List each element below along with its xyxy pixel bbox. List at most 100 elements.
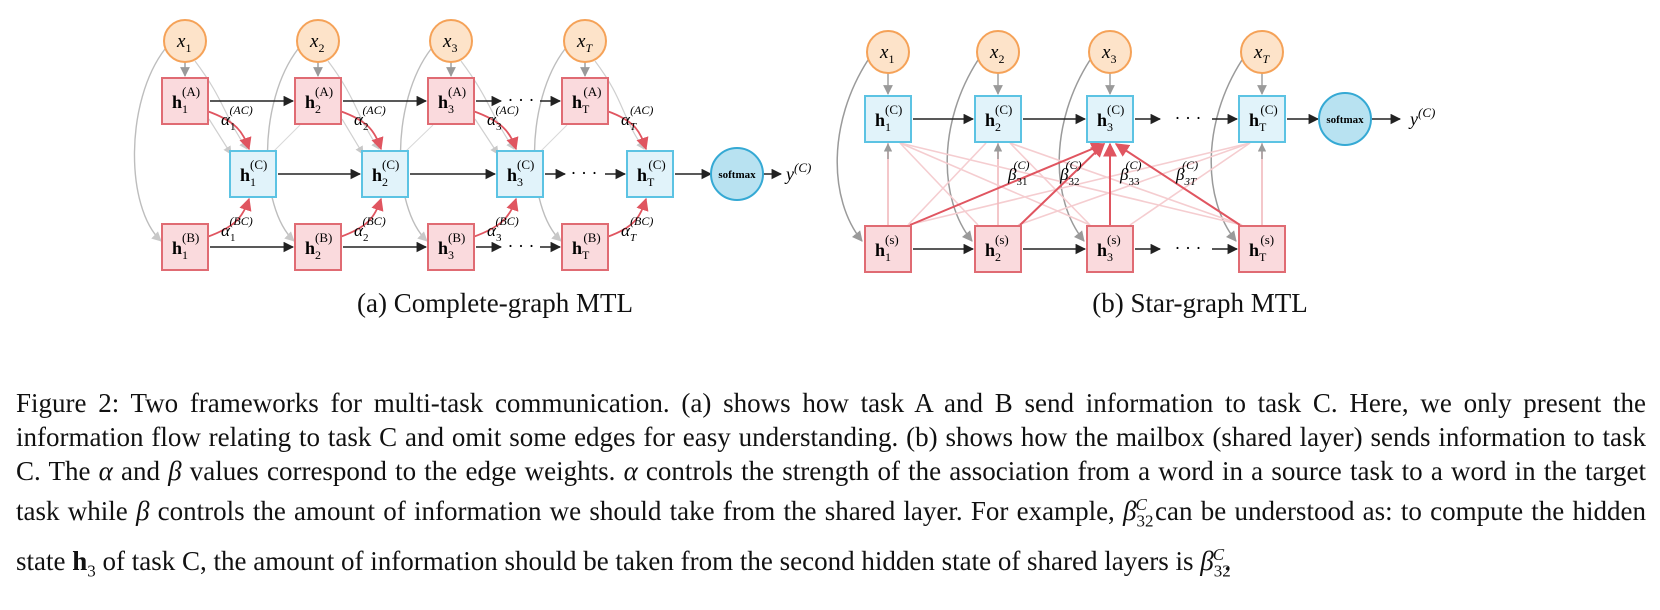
panel-b-input-1-label: x1	[879, 42, 894, 66]
panel-a-node-c-4: hT(C)	[626, 150, 674, 198]
input-to-b-edge-3	[533, 48, 566, 242]
panel-b-softmax-label: softmax	[1326, 114, 1364, 126]
caption-beta-2: β	[135, 496, 150, 526]
panel-b-softmax-circle	[1318, 92, 1372, 146]
panel-a-ellipsis-b: · · ·	[508, 236, 535, 256]
panel-b-input-3-label: x3	[1101, 42, 1116, 66]
panel-b-beta-1: β31(C)	[1007, 158, 1029, 188]
caption-text-5: controls the amount of information we sh…	[149, 496, 1124, 526]
panel-b-node-c-3: h3(C)	[1086, 95, 1134, 143]
panel-a-input-3-label: x3	[442, 31, 457, 55]
panel-a-alpha-ac-1: α1(AC)	[221, 103, 253, 133]
panel-b-node-s-2-box	[974, 225, 1022, 273]
panel-b-node-s-2-label: h2(s)	[985, 232, 1009, 264]
panel-a-node-b-2: h2(B)	[294, 223, 342, 271]
panel-a-input-1-label: x1	[176, 31, 191, 55]
panel-a-node-b-3: h3(B)	[427, 223, 475, 271]
panel-b-node-c-3-label: h3(C)	[1097, 102, 1124, 134]
panel-a-node-b-4-box	[561, 223, 609, 271]
panel-a-caption: (a) Complete-graph MTL	[357, 288, 633, 318]
caption-text-8: .	[1224, 546, 1231, 577]
panel-a-alpha-ac-4: αT(AC)	[621, 103, 653, 133]
panel-a-alpha-bc-2: α2(BC)	[354, 214, 386, 244]
panel-b-edges	[836, 59, 1402, 255]
b-light-cross-0-1	[907, 142, 987, 226]
panel-a-input-4: xT	[563, 19, 607, 63]
panel-a-node-a-2: h2(A)	[294, 77, 342, 125]
panel-b-ellipsis-s: · · ·	[1175, 238, 1202, 258]
panel-a-output-y: y(C)	[784, 160, 811, 184]
panel-b-node-s-1: h1(s)	[864, 225, 912, 273]
panel-a-edges	[133, 48, 783, 253]
b-beta-edge-3	[1114, 143, 1241, 226]
panel-b-beta-4: β3T(C)	[1175, 158, 1198, 188]
alpha-ac-edge-0	[206, 110, 252, 151]
panel-b-node-c-1-label: h1(C)	[875, 102, 902, 134]
b-light-cross-2-0	[899, 142, 1091, 226]
panel-b-input-2-label: x2	[989, 42, 1004, 66]
panel-a-input-2: x2	[296, 19, 340, 63]
alpha-ac-edge-1	[339, 110, 384, 151]
panel-a-alpha-bc-1: α1(BC)	[221, 214, 253, 244]
panel-b-node-c-4-box	[1238, 95, 1286, 143]
panel-b-node-c-3-box	[1086, 95, 1134, 143]
panel-b-node-s-4: hT(s)	[1238, 225, 1286, 273]
panel-a-alpha-ac-2: α2(AC)	[354, 103, 386, 133]
caption-text-6: can be understood as: to compute the hid…	[16, 496, 1647, 577]
panel-b-node-s-3: h3(s)	[1086, 225, 1134, 273]
panel-b-beta-2: β32(C)	[1059, 158, 1081, 188]
caption-text-7: of task C, the amount of information sho…	[95, 546, 1201, 577]
panel-a-softmax: softmax	[710, 147, 764, 201]
alpha-ac-edge-3	[606, 110, 649, 151]
panel-b-beta-3: β33(C)	[1119, 158, 1141, 188]
b-beta-edge-1	[1019, 143, 1106, 226]
panel-b-softmax: softmax	[1318, 92, 1372, 146]
panel-a-input-1-circle	[163, 19, 207, 63]
c-back-gray-2	[539, 124, 568, 153]
caption-text-1: Figure 2: Two frameworks for multi-task …	[16, 388, 1646, 486]
panel-a-node-c-1-box	[229, 150, 277, 198]
panel-a-node-a-4-box	[561, 77, 609, 125]
panel-a-node-a-3-box	[427, 77, 475, 125]
panel-b-input-4: xT	[1240, 30, 1284, 74]
panel-a-node-b-1-label: h1(B)	[172, 230, 199, 262]
panel-a-node-a-1-box	[161, 77, 209, 125]
panel-a-input-4-label: xT	[576, 31, 593, 55]
panel-a-node-c-3-label: h3(C)	[507, 157, 534, 189]
panel-b-node-s-2: h2(s)	[974, 225, 1022, 273]
c-back-gray-1	[404, 124, 434, 153]
caption-h-sub: 3	[87, 561, 96, 581]
panel-a-node-c-1: h1(C)	[229, 150, 277, 198]
panel-a-node-b-2-label: h2(B)	[305, 230, 332, 262]
caption-beta-3: β	[1123, 496, 1137, 526]
panel-b-node-s-1-box	[864, 225, 912, 273]
panel-a-node-b-3-box	[427, 223, 475, 271]
panel-b-node-c-2: h2(C)	[974, 95, 1022, 143]
panel-a-node-a-4-label: hT(A)	[572, 84, 601, 116]
caption-h: h	[72, 546, 88, 577]
a-to-c-gray-0	[208, 118, 232, 155]
caption-beta-sup-2: C	[1212, 545, 1225, 565]
panel-a-ellipsis-a: · · ·	[508, 90, 535, 110]
panel-b-node-c-2-box	[974, 95, 1022, 143]
b-light-cross-2-3	[1129, 142, 1251, 226]
panel-b-node-c-4: hT(C)	[1238, 95, 1286, 143]
panel-a-node-a-1-label: h1(A)	[172, 84, 200, 116]
panel-b-input-2: x2	[976, 30, 1020, 74]
alpha-ac-edge-2	[472, 110, 519, 151]
panel-a-node-c-3: h3(C)	[496, 150, 544, 198]
panel-a-node-a-2-box	[294, 77, 342, 125]
panel-a-input-2-circle	[296, 19, 340, 63]
panel-b-node-s-3-box	[1086, 225, 1134, 273]
alpha-bc-edge-0	[206, 197, 252, 238]
panel-b-node-c-2-label: h2(C)	[985, 102, 1012, 134]
caption-beta-sup: C	[1135, 495, 1147, 514]
panel-a-node-c-2-box	[361, 150, 409, 198]
panel-b-node-c-4-label: hT(C)	[1249, 102, 1278, 134]
panel-a-ellipsis-c: · · ·	[571, 163, 598, 183]
panel-a-alpha-ac-3: α3(AC)	[487, 103, 519, 133]
caption-alpha: α	[98, 456, 113, 486]
caption-beta-sub-2: 32	[1213, 561, 1231, 581]
